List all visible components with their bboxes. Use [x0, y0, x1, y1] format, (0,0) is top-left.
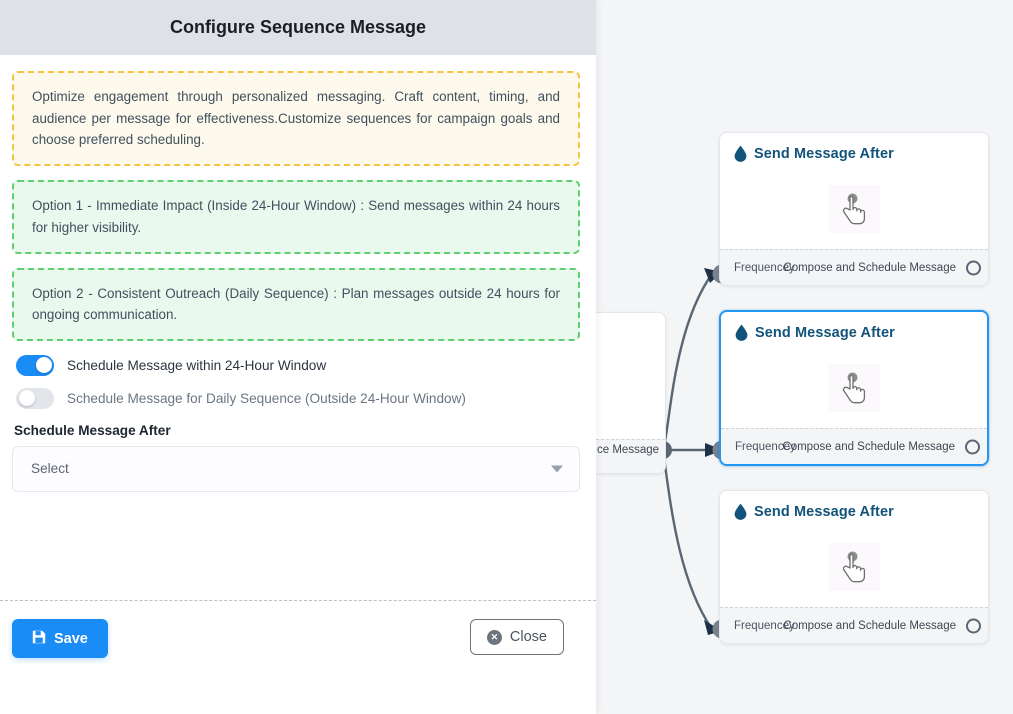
node-title-text: Send Message After — [755, 324, 895, 341]
node-frequency-label: Frequencey — [734, 619, 795, 632]
toggle-knob — [35, 357, 52, 374]
node-output-port[interactable] — [966, 260, 981, 275]
panel-header: Configure Sequence Message — [0, 0, 596, 55]
page-title: Configure Sequence Message — [169, 17, 427, 37]
node-frequency-label: Frequencey — [734, 261, 795, 274]
close-button[interactable]: ✕ Close — [469, 619, 564, 655]
node-frequency-label: Frequencey — [735, 440, 796, 453]
node-send-message-after-1[interactable]: Send Message After Frequencey Compose an… — [719, 132, 989, 286]
node-title-text: Send Message After — [754, 145, 894, 162]
toggle-row-daily-sequence[interactable]: Schedule Message for Daily Sequence (Out… — [12, 387, 580, 409]
save-disk-icon — [32, 630, 46, 648]
node-footer: Frequencey Compose and Schedule Message — [721, 428, 987, 464]
node-body: Send Message After — [720, 133, 988, 249]
node-title-row: Send Message After — [734, 145, 974, 162]
node-title-row: Send Message After — [734, 503, 974, 520]
node-send-message-after-3[interactable]: Send Message After Frequencey Compose an… — [719, 490, 989, 644]
schedule-message-after-select[interactable]: Select — [12, 445, 580, 492]
pointing-hand-icon[interactable] — [828, 543, 880, 591]
node-compose-label: Compose and Schedule Message — [783, 261, 956, 274]
source-node-body — [596, 313, 665, 439]
toggle-within-24h[interactable] — [16, 354, 54, 376]
node-compose-label: Compose and Schedule Message — [783, 619, 956, 632]
droplet-icon — [734, 145, 747, 162]
panel-content: Optimize engagement through personalized… — [0, 55, 596, 600]
info-note-option-2: Option 2 - Consistent Outreach (Daily Se… — [12, 267, 580, 341]
toggle-within-24h-label: Schedule Message within 24-Hour Window — [67, 357, 327, 373]
node-title-text: Send Message After — [754, 503, 894, 520]
info-note-optimize: Optimize engagement through personalized… — [12, 71, 580, 167]
save-button[interactable]: Save — [12, 619, 108, 658]
toggle-knob — [18, 390, 35, 407]
source-node-footer-label: ce Message — [597, 444, 660, 456]
node-title-row: Send Message After — [735, 324, 973, 341]
schedule-message-after-label: Schedule Message After — [14, 422, 171, 438]
droplet-icon — [734, 503, 747, 520]
node-body: Send Message After — [720, 491, 988, 607]
toggle-daily-sequence-label: Schedule Message for Daily Sequence (Out… — [67, 390, 466, 406]
source-node-partial[interactable] — [596, 312, 666, 474]
node-body: Send Message After — [721, 312, 987, 428]
toggle-daily-sequence[interactable] — [16, 387, 54, 409]
close-button-label: Close — [509, 629, 547, 645]
pointing-hand-icon[interactable] — [828, 185, 880, 233]
node-footer: Frequencey Compose and Schedule Message — [720, 249, 988, 285]
node-send-message-after-2[interactable]: Send Message After Frequencey Compose an… — [719, 310, 989, 466]
close-circle-icon: ✕ — [486, 629, 502, 645]
node-output-port[interactable] — [965, 439, 980, 454]
node-compose-label: Compose and Schedule Message — [782, 440, 955, 453]
node-output-port[interactable] — [966, 618, 981, 633]
droplet-icon — [735, 324, 748, 341]
source-node-footer — [596, 439, 665, 473]
save-button-label: Save — [54, 630, 88, 647]
toggle-row-within-24h[interactable]: Schedule Message within 24-Hour Window — [12, 354, 580, 376]
pointing-hand-icon[interactable] — [828, 364, 880, 412]
node-footer: Frequencey Compose and Schedule Message — [720, 607, 988, 643]
info-note-option-1: Option 1 - Immediate Impact (Inside 24-H… — [12, 180, 580, 254]
panel-footer: Save ✕ Close — [0, 600, 596, 714]
select-value: Select — [31, 461, 69, 477]
configure-sequence-panel: Configure Sequence Message Optimize enga… — [0, 0, 596, 714]
chevron-down-icon — [551, 465, 563, 473]
